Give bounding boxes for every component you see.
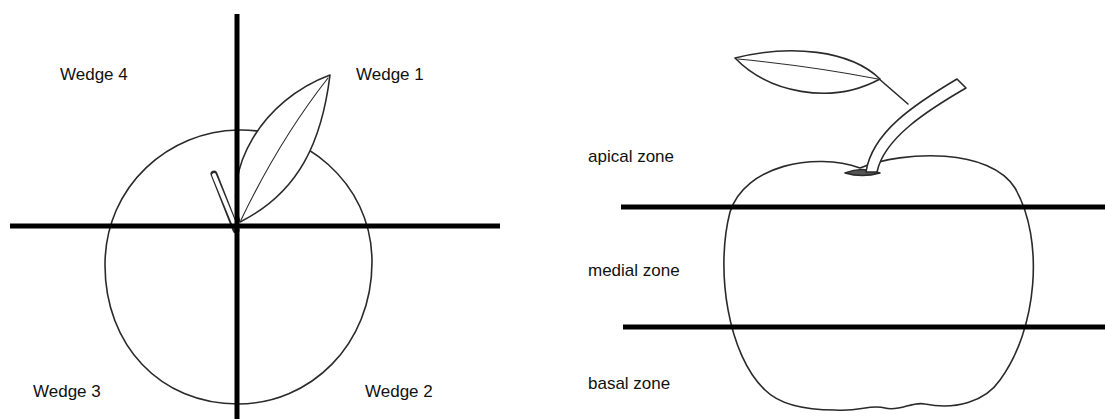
stem — [214, 175, 235, 226]
cut-line — [10, 224, 500, 229]
stem — [214, 174, 236, 230]
leaf-vein — [241, 78, 328, 220]
cut-line — [235, 14, 240, 419]
wedge-label: Wedge 1 — [356, 65, 424, 85]
wedge-label: Wedge 3 — [33, 382, 101, 402]
zone-line — [623, 325, 1105, 330]
leaf — [735, 51, 880, 93]
wedge-label: Wedge 4 — [60, 65, 128, 85]
apple-outline — [724, 156, 1033, 411]
zone-label: basal zone — [588, 374, 670, 394]
leaf-vein — [738, 59, 878, 79]
leaf — [236, 75, 330, 222]
wedge-label: Wedge 2 — [365, 382, 433, 402]
leaf-petiole — [878, 78, 908, 104]
zone-label: apical zone — [588, 147, 674, 167]
stem — [866, 79, 966, 172]
zone-line — [621, 205, 1105, 210]
zone-label: medial zone — [588, 261, 680, 281]
